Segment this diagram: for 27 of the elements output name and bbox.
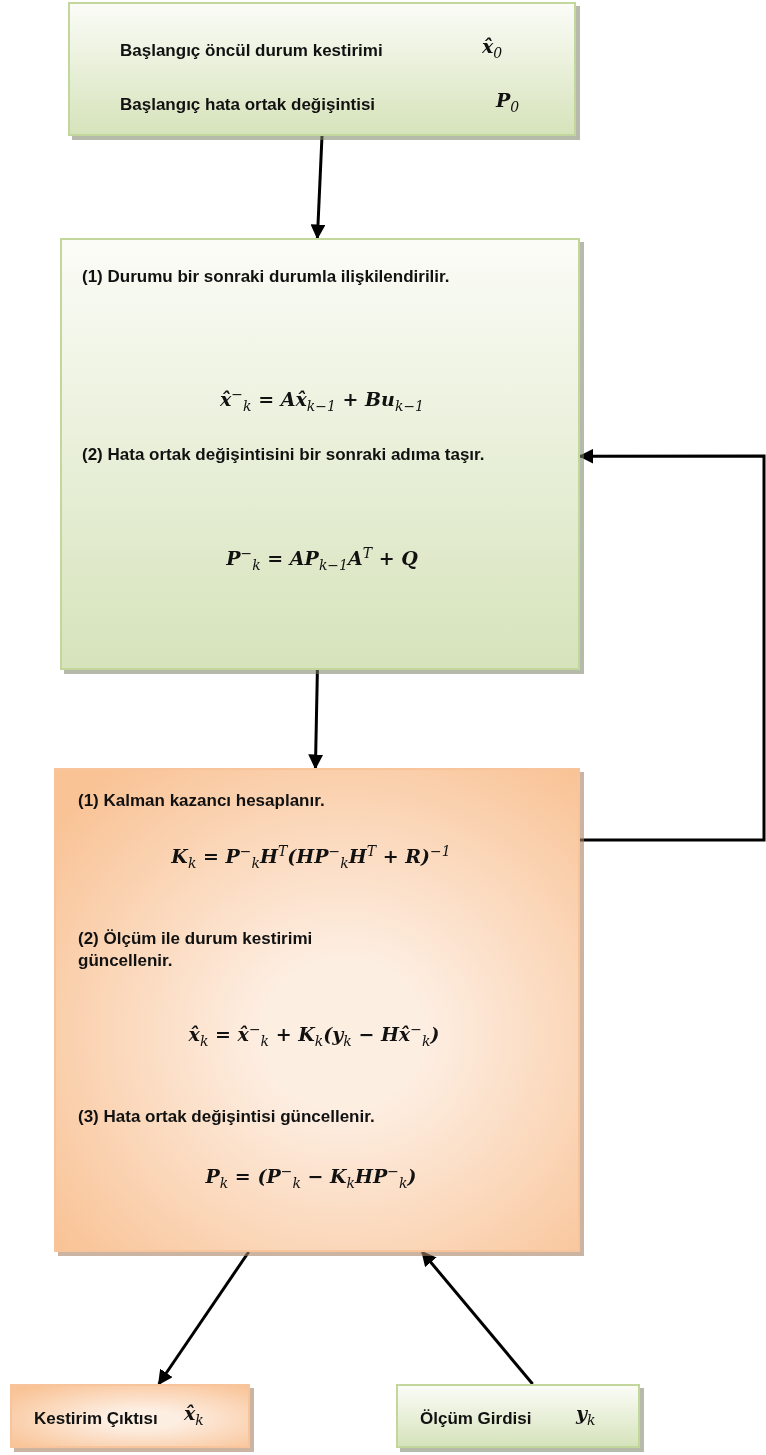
formula: P$^{−}$$_{k}$ = AP$_{k−1}$A$^{T}$ + Q [226, 544, 418, 575]
formula: y$_{k}$ [576, 1401, 596, 1429]
process-box [68, 2, 576, 136]
process-box [396, 1384, 640, 1448]
arrow [308, 669, 324, 770]
step-text: (2) Ölçüm ile durum kestirimi güncellenir. [78, 928, 314, 973]
formula: P$_{k}$ = (P$^{−}$$_{k}$ − K$_{k}$HP$^{−}$$_{k}$) [205, 1162, 417, 1193]
step-text: (2) Hata ortak değişintisini bir sonraki adıma taşır. [82, 444, 486, 466]
process-box [60, 238, 580, 670]
step-text: (1) Kalman kazancı hesaplanır. [78, 790, 326, 812]
arrow [157, 1251, 250, 1386]
arrow [421, 1250, 534, 1385]
arrow [310, 135, 326, 240]
step-text: Başlangıç öncül durum kestirimi [120, 40, 383, 62]
formula: K$_{k}$ = P$^{−}$$_{k}$H$^{T}$(HP$^{−}$$_{k}$H$^{T}$ + R)$^{−1}$ [171, 842, 451, 873]
formula: x̂$_{0}$ [482, 34, 503, 62]
process-box [10, 1384, 250, 1448]
step-text: Başlangıç hata ortak değişintisi [120, 94, 376, 116]
formula: x̂$^{−}$$_{k}$ = Ax̂$_{k−1}$ + Bu$_{k−1}$ [220, 385, 424, 416]
step-text: Kestirim Çıktısı [34, 1408, 158, 1430]
step-text: (1) Durumu bir sonraki durumla ilişkilendirilir. [82, 266, 451, 288]
process-box [54, 768, 580, 1252]
formula: x̂$_{k}$ = x̂$^{−}$$_{k}$ + K$_{k}$(y$_{k}$ − Hx̂$^{−}$$_{k}$) [188, 1020, 440, 1051]
formula: P$_{0}$ [496, 88, 520, 116]
step-text: Ölçüm Girdisi [420, 1408, 532, 1430]
step-text: (3) Hata ortak değişintisi güncellenir. [78, 1106, 376, 1128]
formula: x̂$_{k}$ [184, 1401, 204, 1429]
